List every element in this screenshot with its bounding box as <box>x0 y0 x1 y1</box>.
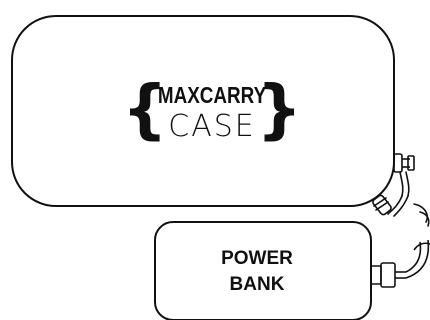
case-brand-top: MAXCARRY <box>158 82 266 109</box>
power-bank-usb-plug <box>371 240 430 287</box>
case-side-port <box>394 154 414 172</box>
cable <box>372 172 429 226</box>
power-bank-label: POWER BANK <box>202 246 312 298</box>
power-bank-label-line2: BANK <box>202 272 312 298</box>
logo-right-brace: } <box>256 78 302 142</box>
case-logo: { MAXCARRY CASE } <box>122 76 302 156</box>
power-bank-label-line1: POWER <box>202 246 312 272</box>
